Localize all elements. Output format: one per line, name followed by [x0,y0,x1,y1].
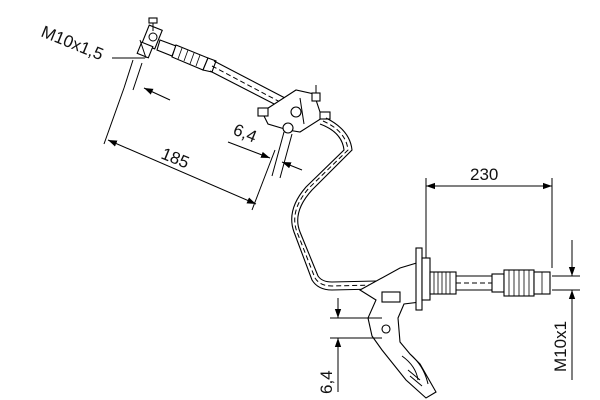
dimension-length-right: 230 [425,165,553,268]
upper-hose [209,60,286,108]
length-label-right: 230 [470,165,498,184]
lower-bracket [358,247,437,399]
hole-label-upper: 6,4 [231,120,260,146]
length-label-upper: 185 [159,144,192,172]
middle-bracket [257,85,331,134]
upper-banjo-fitting [136,17,163,59]
upper-hose-crimp [156,39,217,73]
thread-label-top-left: M10x1,5 [39,22,107,64]
dimension-hole-lower: 6,4 [317,298,382,394]
dimension-thread-right: M10x1 [551,240,580,380]
brake-pipe [291,117,421,291]
dimension-length-upper: 185 [103,87,276,211]
hole-label-lower: 6,4 [317,370,336,394]
right-hose-assembly [429,269,551,297]
thread-label-right: M10x1 [551,321,570,372]
